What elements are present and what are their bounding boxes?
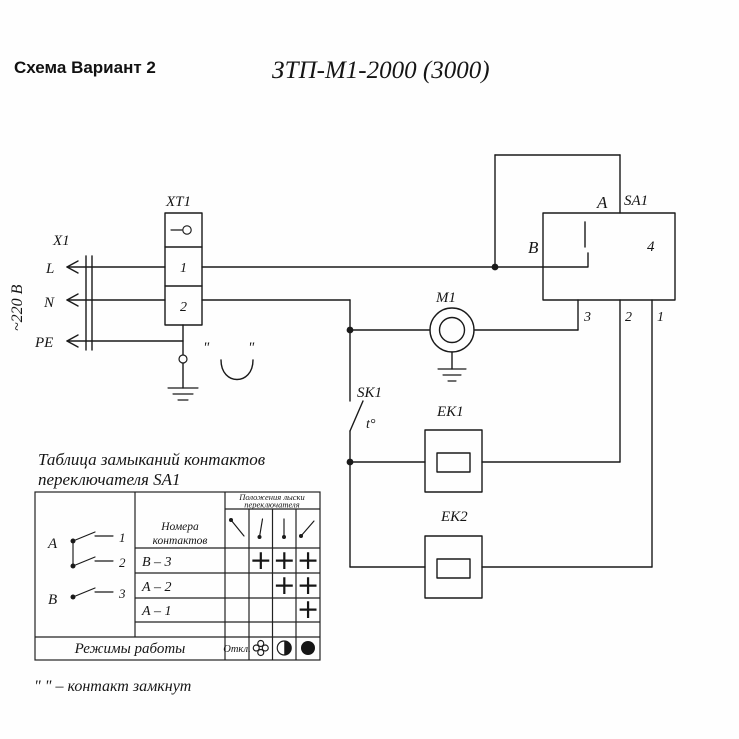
sa1-pos-a-label: А: [596, 193, 608, 212]
half-power-mode-icon: [276, 640, 292, 656]
sk1-temp-label: t°: [366, 417, 376, 432]
wires: [66, 154, 653, 568]
tank-icon: [220, 359, 254, 381]
header-contacts-line1: Номера: [160, 521, 199, 533]
sa1-terminal-3: 3: [583, 310, 591, 325]
motor-m1: M1: [429, 290, 475, 382]
mark-cell: +: [297, 594, 320, 625]
mode-off-label: Откл.: [223, 644, 251, 655]
heater-body: [424, 535, 483, 599]
motor-icon: [429, 307, 475, 353]
sk1-label: SK1: [357, 385, 382, 401]
xt1-terminal-1: 1: [180, 261, 187, 276]
sk1-contact-icon: [349, 400, 364, 432]
switch-contact-diagram: А В 1 2 3: [47, 530, 126, 608]
sa1-terminal-2: 2: [625, 310, 632, 325]
mark-cell: +: [273, 570, 296, 601]
sa1-terminal-1: 1: [657, 310, 664, 325]
diagram-contact-3: 3: [118, 586, 126, 601]
heater-body: [424, 429, 483, 493]
header-positions-line2: переключателя: [244, 500, 299, 510]
modes-label: Режимы работы: [74, 641, 186, 657]
diagram-contact-2: 2: [119, 555, 126, 570]
sa1-pos-b-label: В: [528, 238, 539, 257]
header-contacts-line2: контактов: [153, 535, 208, 547]
xt1-terminal-2: 2: [180, 300, 187, 315]
xt1-label: XT1: [165, 194, 191, 210]
junction-dot: [491, 263, 499, 271]
row-label-b3: В – 3: [142, 555, 172, 570]
mark-cell: +: [297, 545, 320, 576]
footnote: " " – контакт замкнут: [34, 678, 191, 695]
table-title-line1: Таблица замыканий контактов: [38, 450, 266, 469]
wire-l-label: L: [45, 261, 54, 277]
page-title: Схема Вариант 2: [14, 58, 156, 77]
table-title-line2: переключателя SA1: [38, 470, 181, 489]
model-title: ЗТП-М1-2000 (3000): [272, 57, 490, 84]
terminal-block-xt1: XT1 1 2: [164, 194, 203, 326]
xt1-contact-icon: [170, 225, 192, 235]
row-label-a1: А – 1: [141, 604, 172, 619]
sa1-contact-icon: [542, 252, 589, 268]
position-2-icon: [257, 518, 264, 539]
full-power-mode-icon: [301, 641, 315, 655]
power-input: ~220 В X1 L N PE: [9, 233, 93, 351]
fan-mode-icon: [252, 639, 269, 657]
heater-ek2: EK2: [424, 509, 483, 599]
contact-table: Таблица замыканий контактов переключател…: [34, 450, 321, 661]
heater-element-icon: [436, 558, 471, 579]
position-3-icon: [282, 518, 286, 539]
ek1-label: EK1: [436, 404, 464, 420]
header-positions-line1: Положения лыски: [238, 492, 305, 502]
tank-quote-left: ": [203, 340, 210, 356]
sa1-label: SA1: [624, 193, 648, 209]
heater-element-icon: [436, 452, 471, 473]
wire-n-label: N: [43, 295, 55, 311]
sa1-terminal-4: 4: [647, 239, 655, 255]
row-label-a2: А – 2: [141, 580, 172, 595]
ground: " ": [167, 324, 255, 401]
mark-cell: +: [249, 545, 272, 576]
switch-sa1: А SA1 В 4 3 2 1: [528, 193, 676, 325]
wire-pe-label: PE: [34, 335, 53, 351]
connector-x1-label: X1: [52, 233, 70, 249]
m1-label: M1: [435, 290, 456, 306]
diagram-contact-1: 1: [119, 530, 126, 545]
ek2-label: EK2: [440, 509, 468, 525]
mark-cell: +: [297, 570, 320, 601]
diagram-a-label: А: [47, 536, 58, 552]
diagram-b-label: В: [48, 592, 57, 608]
supply-voltage-label: ~220 В: [9, 284, 26, 331]
motor-earth-icon: [437, 368, 467, 382]
heater-ek1: EK1: [424, 404, 483, 493]
tank-quote-right: ": [248, 340, 255, 356]
position-1-icon: [229, 518, 245, 537]
position-4-icon: [299, 520, 315, 538]
table-grid: [34, 491, 321, 661]
earth-icon: [167, 387, 199, 401]
ground-terminal-icon: [178, 354, 188, 364]
thermal-switch-sk1: SK1 t°: [349, 385, 382, 432]
mark-cell: +: [273, 545, 296, 576]
